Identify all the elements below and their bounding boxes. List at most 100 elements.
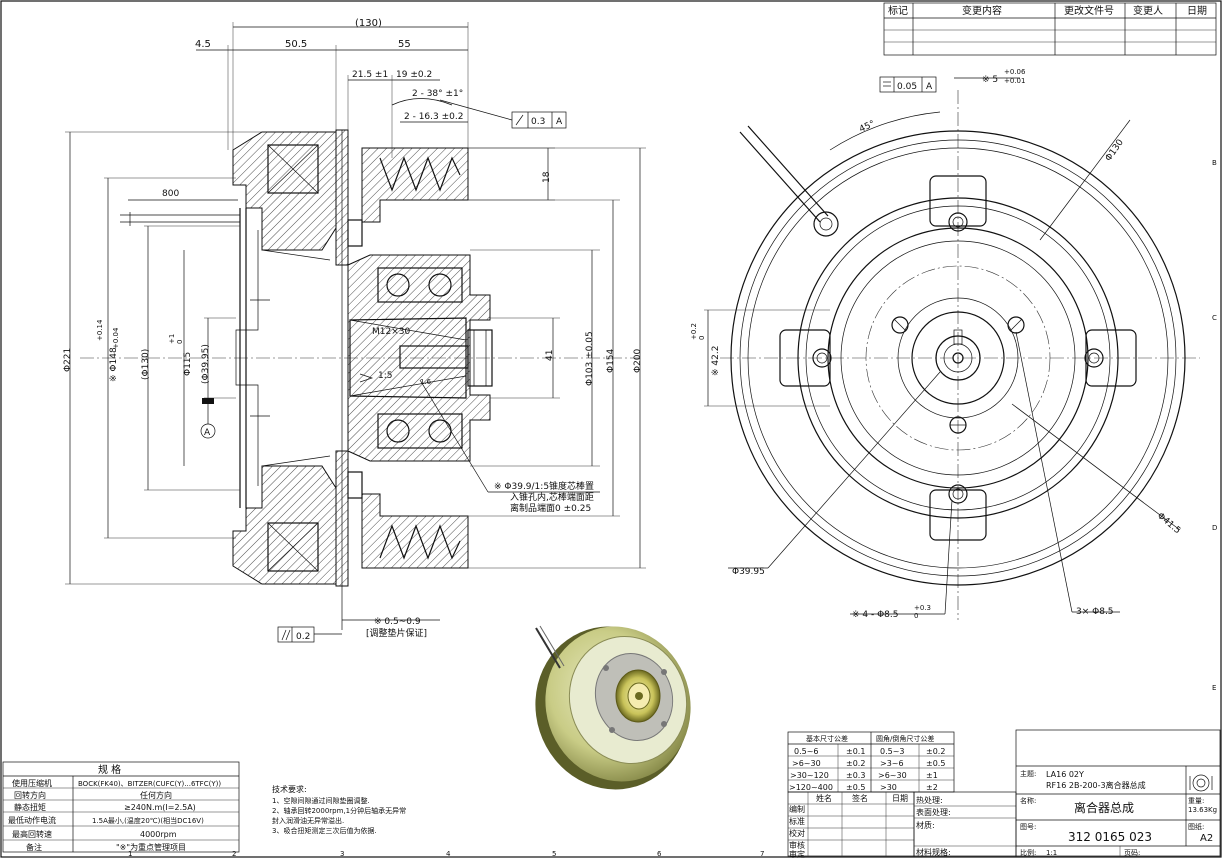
tol-right-range-2: >3~6 [880, 759, 904, 768]
dim-d148-tol-up: +0.14 [96, 319, 104, 341]
spec-value-rotation: 任何方向 [140, 790, 172, 800]
tol-left-range-4: >120~400 [789, 783, 833, 792]
dim-16-3: 2 - 16.3 ±0.2 [404, 112, 463, 122]
parallel-value: 0.2 [296, 632, 310, 642]
tol-left-value-2: ±0.2 [846, 759, 865, 768]
sign-col-date: 日期 [892, 794, 908, 803]
dim-taper: 1:5 [378, 371, 392, 381]
sign-row-checked: 校对 [789, 828, 805, 838]
dim-d41-5: Φ41.5 [1155, 511, 1182, 536]
dim-d39-95-front: Φ39.95 [732, 567, 765, 577]
spec-value-current: 1.5A最小,(温度20℃)(相当DC16V) [92, 816, 204, 825]
title-drawing-no: 312 0165 023 [1068, 830, 1152, 844]
dim-d115: Φ115 [183, 352, 193, 376]
title-drawing-no-label: 图号: [1020, 823, 1036, 831]
tol-left-range-1: 0.5~6 [794, 747, 819, 756]
section-view: (130) 4.5 50.5 55 21.5 ±1 19 ±0.2 2 - 38… [63, 18, 646, 643]
bolt-head [467, 329, 493, 387]
tech-note-4: 3、吸合扭矩测定三次后值为依据. [272, 826, 377, 835]
rivet-lugs [779, 175, 1137, 541]
dim-d103: Φ103 ±0.05 [585, 331, 595, 386]
title-page-label: 页码: [1124, 849, 1140, 857]
taper-bore [349, 317, 467, 399]
tol-left-title: 基本尺寸公差 [806, 734, 848, 743]
zone-col-6: 6 [657, 850, 662, 858]
dim-19: 19 ±0.2 [396, 70, 432, 80]
zone-col-3: 3 [340, 850, 344, 858]
tol-right-range-3: >6~30 [878, 771, 907, 780]
field-core [239, 208, 247, 508]
dim-18: 18 [542, 171, 552, 183]
dim-4-d8-5: ※ 4 - Φ8.5 [852, 610, 899, 620]
tol-left-value-3: ±0.3 [846, 771, 865, 780]
note-taper-2: 入锥孔内,芯棒端面距 [510, 491, 594, 503]
note-taper-1: ※ Φ39.9/1:5锥度芯棒置 [494, 480, 594, 492]
zone-col-1: 1 [128, 850, 132, 858]
tol-right-range-4: >30 [880, 783, 897, 792]
revision-header-date: 日期 [1187, 5, 1207, 17]
dim-42-2-tol-lo: 0 [698, 336, 706, 340]
spec-value-remark: "※"为重点管理项目 [116, 842, 186, 852]
front-dimensions: 0.05 A ※ 5 +0.06 +0.01 45° Φ130 ※ 42.2 +… [690, 68, 1182, 620]
spec-label-torque: 静态扭矩 [14, 802, 46, 812]
dim-m12: M12×30 [372, 327, 410, 337]
title-name-value: 离合器总成 [1074, 800, 1134, 815]
pulley-outer-circle [730, 130, 1186, 586]
section-dimensions: (130) 4.5 50.5 55 21.5 ±1 19 ±0.2 2 - 38… [63, 18, 646, 643]
spec-value-compressor: BOCK(FK40)、BITZER(CUFC(Y)...6TFC(Y)) [78, 780, 221, 788]
dim-d148: ※ Φ148 [109, 347, 119, 382]
dim-d200: Φ200 [633, 348, 643, 373]
process-surface: 表面处理: [916, 807, 951, 817]
title-topic-line2: RF16 2B-200-3离合器总成 [1046, 780, 1146, 790]
coil-housing-top [232, 131, 337, 251]
title-block: 主题: LA16 02Y RF16 2B-200-3离合器总成 重量: 13.6… [1015, 729, 1221, 857]
armature-circle [797, 197, 1119, 519]
projection-symbol-icon [1189, 774, 1213, 792]
parallel-frame [277, 626, 315, 643]
isometric-render [535, 625, 691, 790]
coil-housing-bottom [232, 465, 337, 585]
spec-value-torque: ≥240N.m(I=2.5A) [124, 803, 196, 812]
spec-table: 规 格 使用压缩机 BOCK(FK40)、BITZER(CUFC(Y)...6T… [2, 761, 240, 853]
dim-gap: ※ 0.5~0.9 [374, 617, 421, 627]
title-size-label: 图纸: [1188, 822, 1204, 831]
zone-col-2: 2 [232, 850, 236, 858]
zone-row-e: E [1212, 684, 1216, 692]
tech-note-3: 封入润滑油无异常溢出. [272, 816, 344, 825]
tol-right-value-2: ±0.5 [926, 759, 945, 768]
zone-marks: 1 2 3 4 5 6 7 B C D E [128, 159, 1217, 858]
note-taper-3: 离制品端面0 ±0.25 [510, 502, 591, 514]
spec-value-speed: 4000rpm [140, 830, 177, 839]
revision-header-content: 变更内容 [962, 4, 1002, 17]
dim-d115-tol-up: +1 [168, 334, 176, 344]
dim-3-d8-5: 3× Φ8.5 [1076, 607, 1114, 617]
tol-right-value-3: ±1 [926, 771, 938, 780]
dim-d130-section: (Φ130) [141, 349, 151, 380]
zone-col-7: 7 [760, 850, 764, 858]
bolt-circle [865, 265, 1051, 451]
zone-row-d: D [1212, 524, 1217, 532]
coil-winding-top [267, 144, 319, 194]
spec-label-speed: 最高回转速 [12, 829, 52, 839]
sign-row-prepared: 编制 [789, 804, 805, 814]
spec-table-title: 规 格 [98, 763, 121, 776]
dim-21-5: 21.5 ±1 [352, 70, 388, 80]
runout-frame [511, 111, 567, 129]
dim-angle-45: 45° [858, 119, 877, 135]
tol-left-value-1: ±0.1 [846, 747, 865, 756]
process-heat: 热处理: [916, 795, 943, 805]
dim-130: (130) [355, 18, 382, 29]
revision-header-mark: 标记 [888, 5, 908, 17]
title-name-label: 名称: [1020, 796, 1036, 805]
revision-header-file-no: 更改文件号 [1064, 4, 1114, 17]
tech-note-2: 2、轴承回转2000rpm,1分钟后轴承无异常 [272, 806, 406, 815]
dim-angle-38: 2 - 38° ±1° [412, 89, 463, 99]
sign-table: 姓名 签名 日期 编制 标准 校对 审核 审定 [787, 791, 915, 859]
bearing-top [377, 267, 463, 303]
dim-4-d8-5-tol-up: +0.3 [914, 604, 931, 612]
hub-body [347, 254, 491, 462]
runout-datum: A [556, 117, 563, 127]
revision-table: 标记 变更内容 更改文件号 变更人 日期 [883, 2, 1217, 56]
